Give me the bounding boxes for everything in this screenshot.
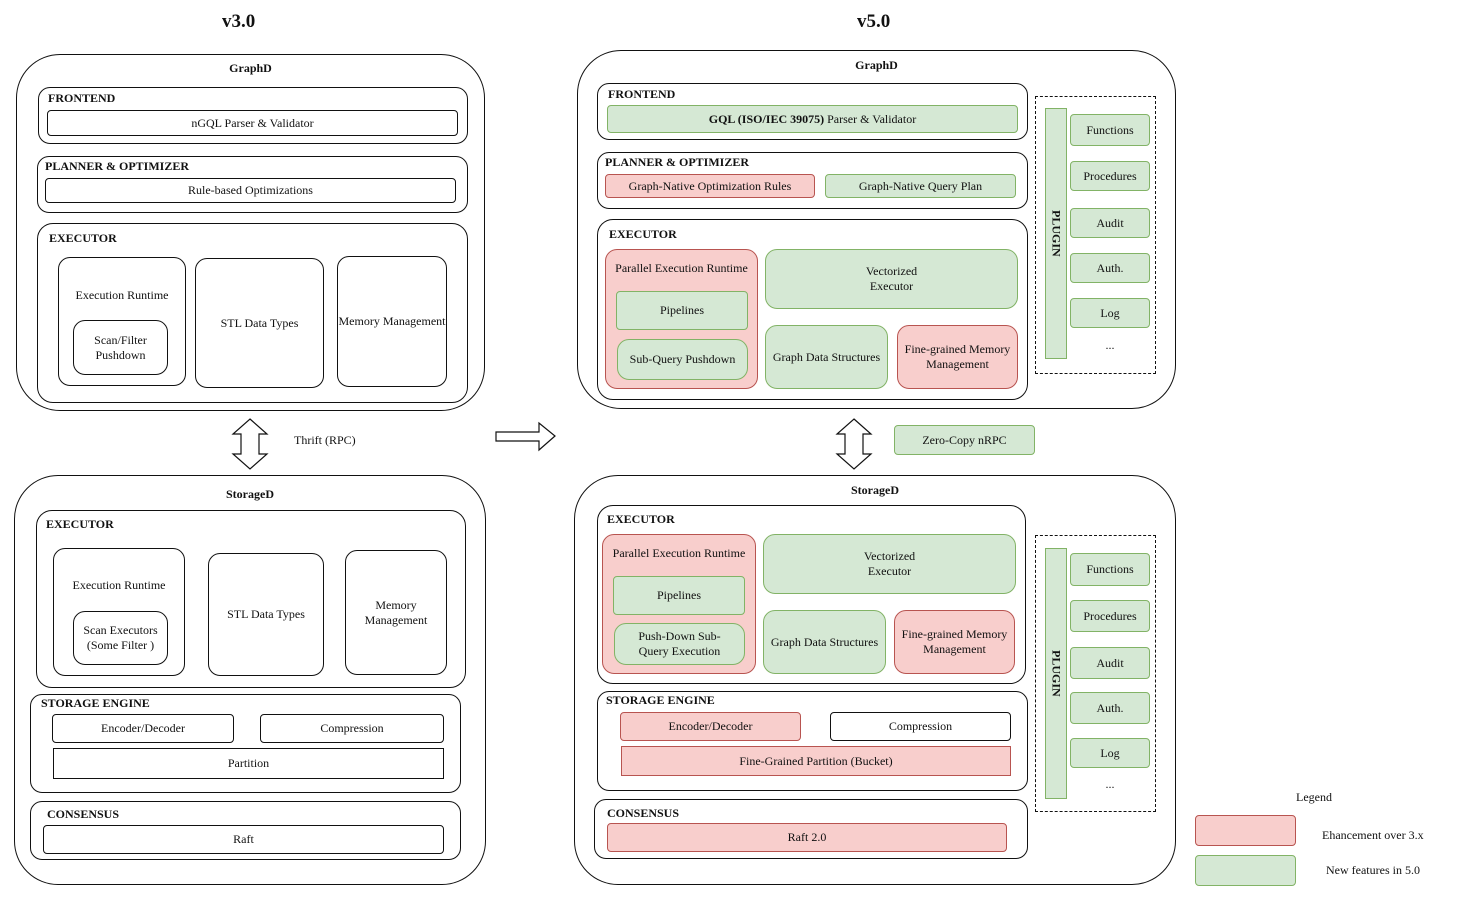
v3-rpc-double-arrow: [231, 418, 269, 470]
v3-storaged-memory-management-box: Memory Management: [345, 550, 447, 675]
v5-storaged-plugin-procedures: Procedures: [1070, 600, 1150, 632]
v5-graphd-executor-title: EXECUTOR: [609, 227, 677, 241]
v5-storaged-vectorized-executor-box: Vectorized Executor: [763, 534, 1016, 594]
v5-title: v5.0: [857, 11, 891, 32]
v5-graph-native-optimization-rules-box: Graph-Native Optimization Rules: [605, 174, 815, 198]
legend-enhancement-label: Ehancement over 3.x: [1322, 828, 1424, 842]
v5-gql-parser-rest: Parser & Validator: [824, 111, 917, 126]
v5-compression-box: Compression: [830, 712, 1011, 741]
v3-graphd-title: GraphD: [229, 61, 272, 75]
v3-consensus-title: CONSENSUS: [47, 807, 120, 821]
v3-compression-box: Compression: [260, 714, 444, 743]
v5-storaged-plugin-functions: Functions: [1070, 553, 1150, 586]
v5-pipelines-box: Pipelines: [616, 291, 748, 330]
v5-storaged-parallel-runtime-label: Parallel Execution Runtime: [612, 546, 746, 560]
v5-fine-grained-memory-box: Fine-grained Memory Management: [897, 325, 1018, 389]
v5-storaged-plugin-auth: Auth.: [1070, 692, 1150, 724]
v3-ngql-parser-box: nGQL Parser & Validator: [47, 110, 458, 136]
v5-graph-native-query-plan-box: Graph-Native Query Plan: [825, 174, 1016, 198]
v5-frontend-title: FRONTEND: [608, 87, 676, 101]
v5-gql-parser-box: GQL (ISO/IEC 39075) Parser & Validator: [607, 105, 1018, 133]
v3-scan-filter-pushdown-box: Scan/Filter Pushdown: [73, 320, 168, 375]
v3-scan-executors-box: Scan Executors (Some Filter ): [73, 611, 168, 665]
v3-storage-engine-title: STORAGE ENGINE: [41, 696, 150, 710]
v3-encoder-decoder-box: Encoder/Decoder: [52, 714, 234, 743]
v3-storaged-stl-data-types-box: STL Data Types: [208, 553, 324, 676]
v5-rpc-double-arrow: [835, 418, 873, 470]
legend-title: Legend: [1296, 790, 1332, 804]
v3-storaged-executor-title: EXECUTOR: [46, 517, 114, 531]
v5-storaged-plugin-container: [1035, 535, 1156, 812]
v5-graphd-plugin-more: ...: [1105, 338, 1115, 352]
v3-storaged-title: StorageD: [226, 487, 274, 501]
v5-storaged-plugin-label: PLUGIN: [1045, 548, 1067, 799]
v3-planner-title: PLANNER & OPTIMIZER: [45, 159, 190, 173]
v5-zero-copy-nrpc-box: Zero-Copy nRPC: [894, 425, 1035, 455]
v5-graphd-plugin-auth: Auth.: [1070, 253, 1150, 283]
v5-storaged-pipelines-box: Pipelines: [613, 576, 745, 615]
v5-graph-data-structures-box: Graph Data Structures: [765, 325, 888, 389]
v3-rpc-label: Thrift (RPC): [294, 433, 356, 447]
v5-graphd-plugin-functions: Functions: [1070, 114, 1150, 146]
v5-planner-title: PLANNER & OPTIMIZER: [605, 155, 750, 169]
v5-graphd-plugin-log: Log: [1070, 298, 1150, 328]
v5-vectorized-executor-box: Vectorized Executor: [765, 249, 1018, 309]
v5-storaged-title: StorageD: [851, 483, 899, 497]
v5-storaged-plugin-log: Log: [1070, 738, 1150, 768]
v5-storaged-executor-title: EXECUTOR: [607, 512, 675, 526]
v3-stl-data-types-box: STL Data Types: [195, 258, 324, 388]
legend-enhancement-swatch: [1195, 815, 1296, 846]
v5-storaged-plugin-audit: Audit: [1070, 647, 1150, 679]
v5-graphd-plugin-audit: Audit: [1070, 208, 1150, 238]
v3-graphd-executor-title: EXECUTOR: [49, 231, 117, 245]
v3-rule-based-optimizations-box: Rule-based Optimizations: [45, 178, 456, 203]
legend-new-features-swatch: [1195, 855, 1296, 886]
v3-raft-box: Raft: [43, 825, 444, 854]
v5-fine-grained-partition-box: Fine-Grained Partition (Bucket): [621, 746, 1011, 776]
v3-storaged-execution-runtime-label: Execution Runtime: [72, 578, 166, 592]
v5-sub-query-pushdown-box: Sub-Query Pushdown: [617, 339, 748, 380]
v5-storage-engine-title: STORAGE ENGINE: [606, 693, 715, 707]
v5-consensus-title: CONSENSUS: [607, 806, 680, 820]
v5-raft-2-box: Raft 2.0: [607, 823, 1007, 852]
legend-new-features-label: New features in 5.0: [1326, 863, 1420, 877]
v3-execution-runtime-label: Execution Runtime: [75, 288, 169, 302]
v5-graphd-title: GraphD: [855, 58, 898, 72]
v5-storaged-plugin-more: ...: [1105, 777, 1115, 791]
v5-parallel-execution-runtime-label: Parallel Execution Runtime: [615, 261, 748, 275]
v5-graphd-plugin-container: [1035, 96, 1156, 374]
v3-title: v3.0: [222, 11, 256, 32]
v3-partition-box: Partition: [53, 748, 444, 779]
v5-gql-parser-standard: GQL (ISO/IEC 39075): [708, 111, 825, 126]
v5-graphd-plugin-procedures: Procedures: [1070, 161, 1150, 191]
v5-graphd-plugin-label: PLUGIN: [1045, 108, 1067, 359]
upgrade-arrow: [495, 421, 556, 452]
v5-storaged-graph-data-structures-box: Graph Data Structures: [763, 610, 886, 674]
v5-push-down-subquery-box: Push-Down Sub- Query Execution: [614, 623, 745, 665]
v5-encoder-decoder-box: Encoder/Decoder: [620, 712, 801, 741]
v3-frontend-title: FRONTEND: [48, 91, 116, 105]
v3-memory-management-box: Memory Management: [337, 256, 447, 387]
v5-storaged-fine-grained-memory-box: Fine-grained Memory Management: [894, 610, 1015, 674]
